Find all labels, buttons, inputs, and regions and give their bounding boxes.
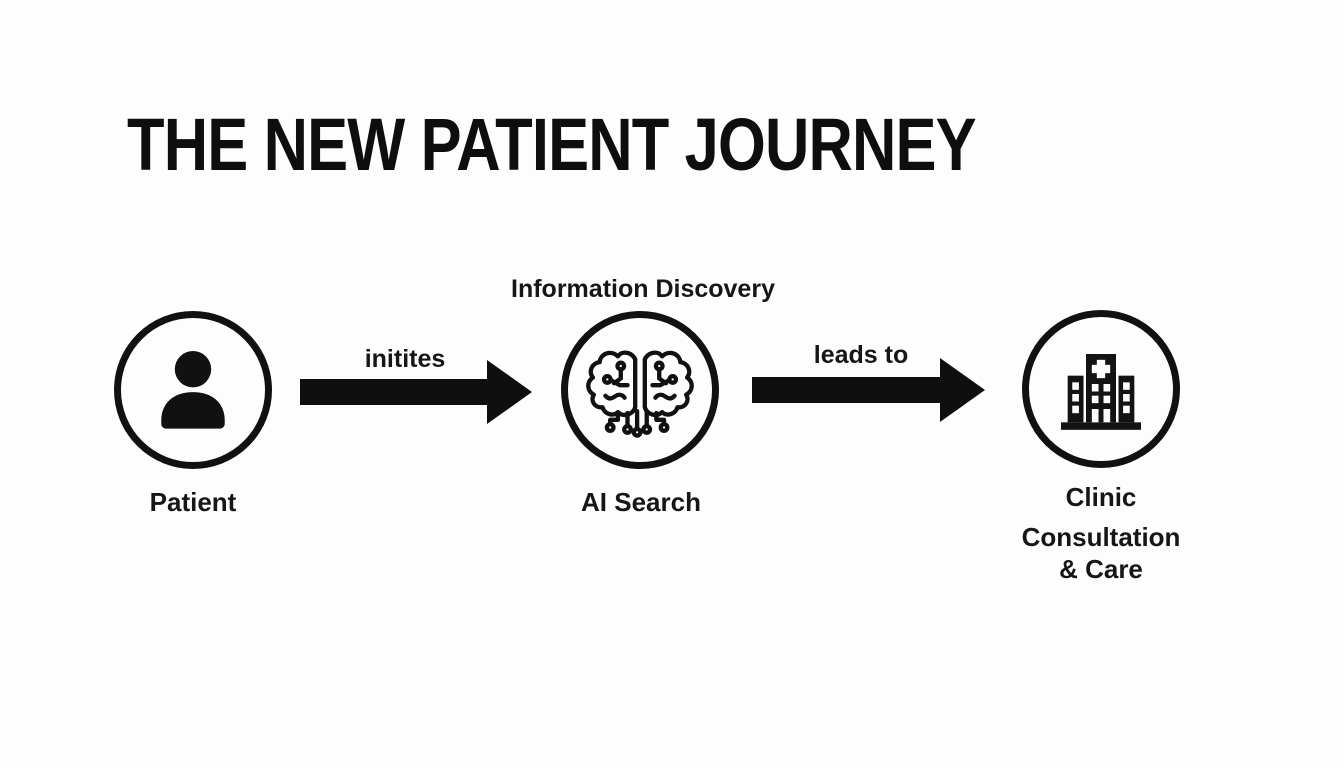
label-clinic-line2: Consultation — [1021, 522, 1181, 552]
label-clinic-lines: Consultation & Care — [951, 521, 1251, 585]
node-ai-search — [561, 311, 719, 469]
annotation-information-discovery: Information Discovery — [511, 275, 775, 303]
page-title: THE NEW PATIENT JOURNEY — [127, 103, 977, 186]
person-icon — [141, 338, 245, 442]
arrow-right-icon — [300, 360, 532, 424]
hospital-icon — [1051, 339, 1151, 439]
label-clinic-line3: & Care — [1059, 554, 1143, 584]
arrow-1-label: initites — [364, 345, 446, 373]
label-clinic-line1: Clinic — [1065, 482, 1137, 512]
node-patient — [114, 311, 272, 469]
arrow-right-icon — [752, 358, 985, 422]
label-patient: Patient — [149, 487, 237, 517]
node-clinic — [1022, 310, 1180, 468]
brain-circuit-icon — [582, 340, 698, 440]
arrow-2-label: leads to — [813, 341, 909, 369]
label-ai-search: AI Search — [581, 487, 701, 517]
